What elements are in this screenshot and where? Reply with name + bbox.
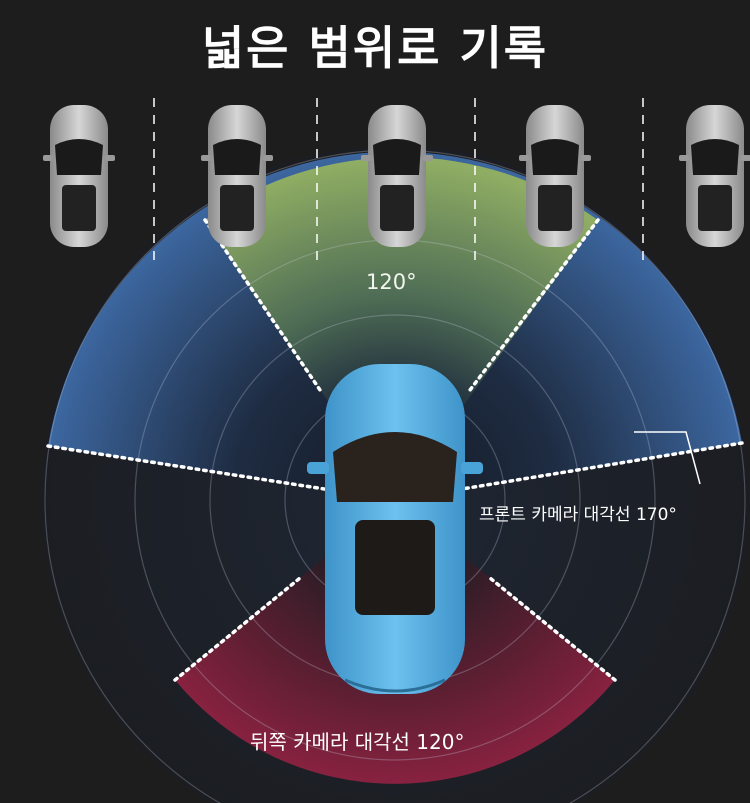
parked-car [361,105,433,247]
parked-car [43,105,115,247]
page-title: 넓은 범위로 기록 [201,21,549,75]
rear-camera-label: 뒤쪽 카메라 대각선 120° [250,730,465,754]
parked-car [679,105,750,247]
top-sector-label: 120° [366,270,417,294]
parked-car [201,105,273,247]
front-label-callout [634,431,701,485]
main-car [307,364,483,694]
front-center-sector [205,157,598,500]
sector-boundaries [46,218,744,682]
parked-cars [43,105,750,247]
parked-car [519,105,591,247]
lane-dividers [153,98,644,262]
front-camera-label: 프론트 카메라 대각선 170° [479,505,677,525]
